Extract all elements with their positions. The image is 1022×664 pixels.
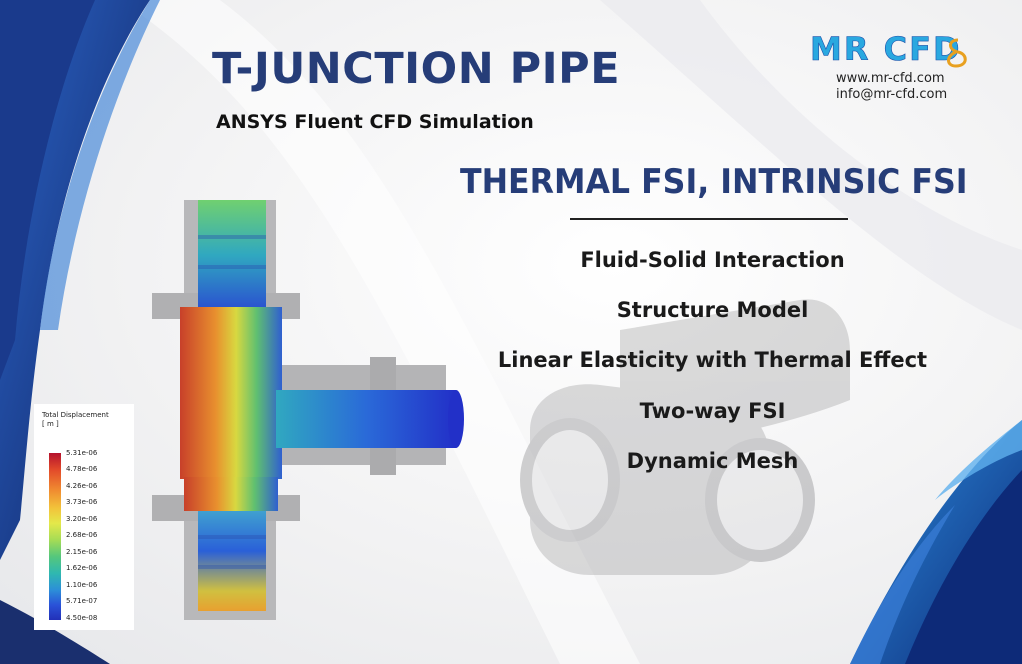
legend-tick: 5.31e-06 bbox=[66, 449, 98, 457]
legend-tick: 4.50e-08 bbox=[66, 614, 98, 622]
legend-color-bar bbox=[49, 453, 61, 620]
mr-cfd-logo: MR CFD bbox=[810, 30, 967, 68]
legend-tick: 4.78e-06 bbox=[66, 465, 98, 473]
legend-tick: 1.10e-06 bbox=[66, 581, 98, 589]
legend-tick: 2.68e-06 bbox=[66, 531, 98, 539]
website-link[interactable]: www.mr-cfd.com bbox=[836, 71, 945, 86]
legend-tick: 1.62e-06 bbox=[66, 564, 98, 572]
displacement-legend: Total Displacement [ m ] 5.31e-06 4.78e-… bbox=[34, 404, 134, 630]
legend-title: Total Displacement [ m ] bbox=[42, 411, 109, 429]
legend-tick: 3.20e-06 bbox=[66, 515, 98, 523]
legend-title-line1: Total Displacement bbox=[42, 411, 109, 419]
legend-title-unit: [ m ] bbox=[42, 420, 59, 428]
delta-icon bbox=[947, 38, 967, 68]
feature-item: Linear Elasticity with Thermal Effect bbox=[497, 348, 928, 372]
legend-tick: 3.73e-06 bbox=[66, 498, 98, 506]
legend-tick: 2.15e-06 bbox=[66, 548, 98, 556]
feature-item: Fluid-Solid Interaction bbox=[580, 248, 845, 272]
headline-divider bbox=[570, 218, 848, 220]
feature-item: Dynamic Mesh bbox=[626, 449, 799, 473]
headline: THERMAL FSI, INTRINSIC FSI bbox=[460, 162, 968, 202]
t-junction-simulation-image bbox=[152, 200, 464, 620]
legend-tick: 5.71e-07 bbox=[66, 597, 98, 605]
legend-tick: 4.26e-06 bbox=[66, 482, 98, 490]
email-link[interactable]: info@mr-cfd.com bbox=[836, 87, 948, 102]
feature-item: Two-way FSI bbox=[639, 399, 786, 423]
logo-text: MR CFD bbox=[810, 30, 962, 68]
background-pipe-image bbox=[520, 299, 850, 575]
feature-item: Structure Model bbox=[616, 298, 809, 322]
page-subtitle: ANSYS Fluent CFD Simulation bbox=[216, 111, 534, 133]
page-title: T-JUNCTION PIPE bbox=[212, 44, 621, 94]
